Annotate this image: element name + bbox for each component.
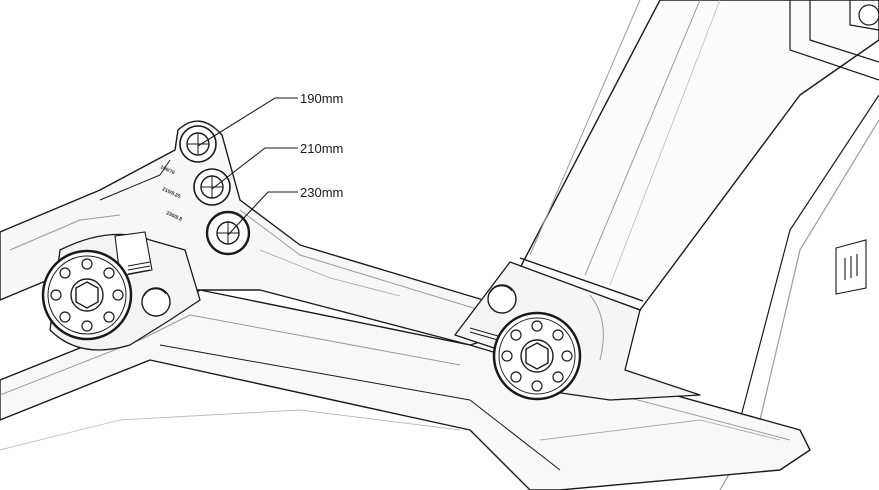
lower-arm: [0, 289, 811, 490]
leader-line-190: [197, 97, 298, 147]
right-pivot-bearing: [469, 311, 582, 401]
callout-label-230mm: 230mm: [300, 185, 343, 200]
callout-leaders: [197, 97, 298, 236]
engraved-mark-190: 190/76: [159, 164, 176, 176]
left-pivot-bearing: [41, 249, 133, 341]
shock-mount-hole-1: [179, 125, 217, 163]
leader-line-230: [227, 191, 298, 236]
right-pin: [487, 284, 517, 314]
cable-clip: [835, 239, 867, 295]
shock-mount-hole-3: [205, 210, 251, 256]
callout-label-210mm: 210mm: [300, 141, 343, 156]
left-pin: [141, 287, 171, 317]
leader-line-210: [211, 147, 298, 190]
shock-mount-hole-2: [193, 168, 231, 206]
callout-label-190mm: 190mm: [300, 91, 343, 106]
rocker-link: [0, 120, 521, 346]
seat-tube: [519, 0, 879, 311]
